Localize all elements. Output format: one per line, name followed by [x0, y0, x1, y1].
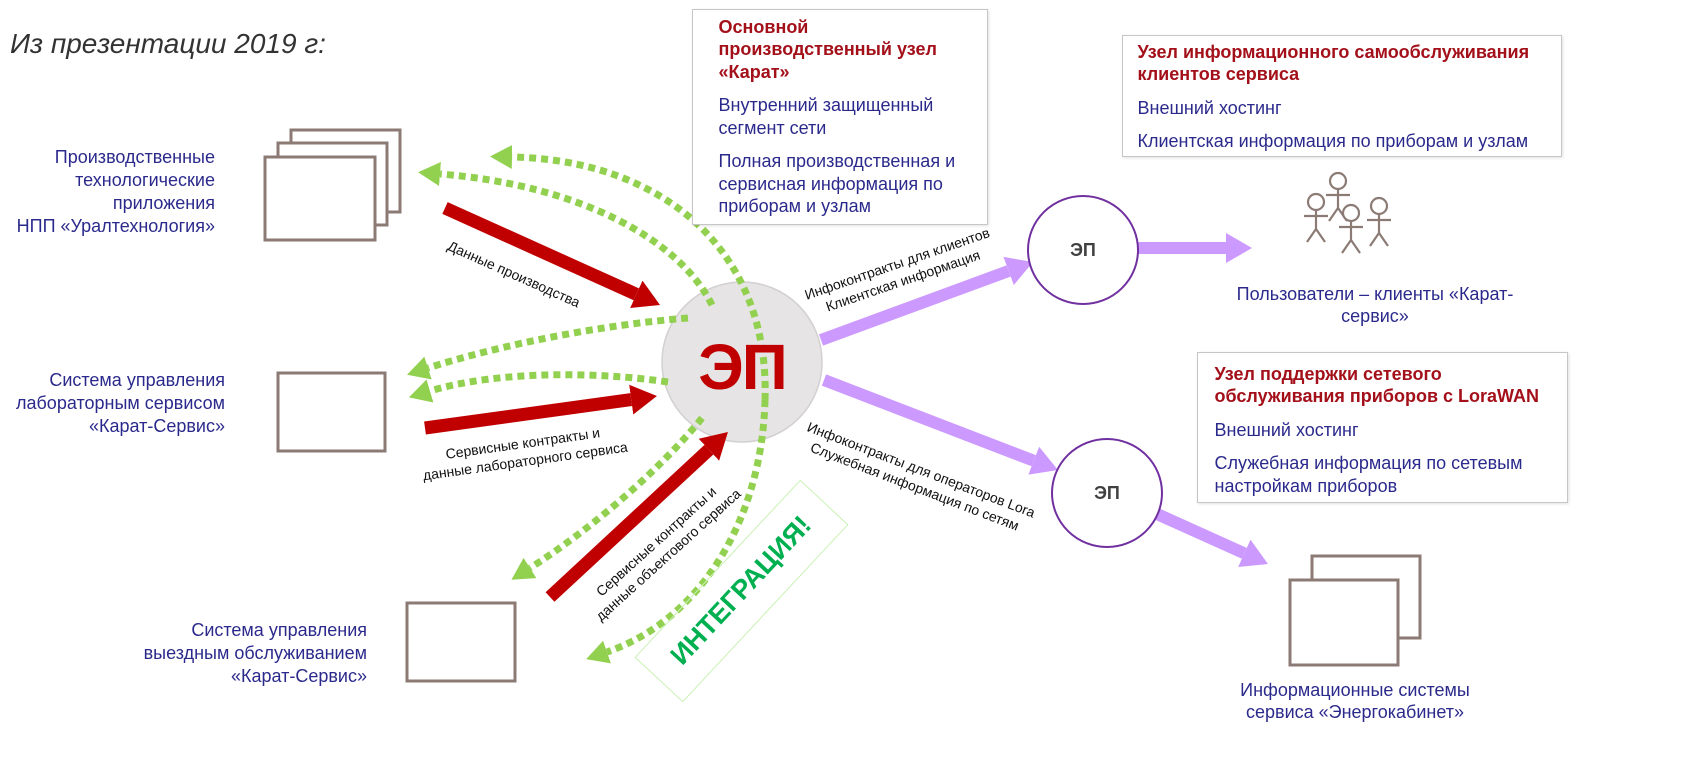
- text-line: Полная производственная и: [718, 151, 956, 171]
- title-line: обслуживания приборов с LoraWAN: [1214, 386, 1540, 406]
- title-line: клиентов сервиса: [1137, 64, 1300, 84]
- label-line: «Карат-Сервис»: [88, 416, 225, 436]
- node-box-self-service: Узел информационного самообслуживания кл…: [1122, 35, 1562, 157]
- label-line: сервис»: [1341, 306, 1409, 326]
- integration-arrow: [418, 162, 716, 307]
- label-line: Система управления: [191, 620, 367, 640]
- source-label-lab-system: Система управления лабораторным сервисом…: [0, 369, 225, 438]
- title-line: Узел информационного самообслуживания: [1137, 41, 1530, 62]
- label-line: Производственные: [54, 147, 215, 167]
- ep-node-circle: [1027, 195, 1139, 305]
- text-line: приборам и узлам: [718, 196, 872, 216]
- source-label-field-system: Система управления выездным обслуживание…: [0, 619, 367, 688]
- integration-arrow: [511, 415, 705, 580]
- node-paragraph: Полная производственная и сервисная инфо…: [719, 150, 988, 218]
- integration-arrow: [586, 399, 769, 664]
- target-label-users: Пользователи – клиенты «Карат- сервис»: [1225, 283, 1525, 327]
- text-line: Внешний хостинг: [1214, 419, 1359, 440]
- window-stack-icon: [263, 128, 402, 242]
- title-line: Основной: [718, 16, 809, 37]
- node-paragraph: Внутренний защищенный сегмент сети: [719, 94, 988, 139]
- client-infocontracts-arrow: [818, 256, 1034, 346]
- text-line: Внешний хостинг: [1137, 97, 1282, 118]
- text-line: сервисная информация по: [718, 173, 943, 194]
- target-label-energy-cabinet: Информационные системы сервиса «Энергока…: [1205, 679, 1505, 723]
- hub-label: ЭП: [698, 331, 788, 403]
- node-title: Узел информационного самообслуживания кл…: [1138, 41, 1562, 86]
- label-line: Информационные системы: [1240, 680, 1470, 700]
- users-icon: [1304, 171, 1391, 254]
- source-label-production-apps: Производственные технологические приложе…: [0, 146, 215, 238]
- label-line: приложения: [112, 193, 215, 213]
- ep-node-label: ЭП: [1070, 240, 1096, 260]
- lora-infocontracts-arrow: [821, 374, 1058, 475]
- ep-node-label: ЭП: [1094, 483, 1120, 503]
- lab-contracts-arrow: [424, 384, 657, 435]
- node-paragraph: Внешний хостинг: [1215, 419, 1568, 442]
- text-line: Служебная информация по сетевым: [1214, 453, 1523, 473]
- label-line: сервиса «Энергокабинет»: [1246, 702, 1464, 722]
- node-box-lora: Узел поддержки сетевого обслуживания при…: [1197, 352, 1568, 503]
- slide-title: Из презентации 2019 г:: [10, 28, 326, 59]
- production-data-arrow: [442, 202, 660, 308]
- integration-arrow: [407, 314, 689, 380]
- node-paragraph: Служебная информация по сетевым настройк…: [1215, 452, 1568, 497]
- node-box-main: Основной производственный узел «Карат» В…: [692, 9, 988, 225]
- label-line: НПП «Уралтехнология»: [16, 216, 215, 236]
- node-title: Основной производственный узел «Карат»: [719, 16, 988, 84]
- energy-cabinet-delivery-arrow: [1154, 508, 1269, 567]
- text-line: Внутренний защищенный: [718, 95, 934, 115]
- text-line: настройкам приборов: [1214, 475, 1398, 496]
- node-paragraph: Внешний хостинг: [1138, 97, 1562, 120]
- label-line: технологические: [75, 170, 215, 190]
- text-line: Клиентская информация по приборам и узла…: [1137, 131, 1529, 151]
- label-line: лабораторным сервисом: [15, 393, 225, 413]
- title-line: Узел поддержки сетевого: [1214, 363, 1442, 384]
- title-line: производственный узел: [718, 39, 937, 59]
- window-icon: [276, 371, 387, 453]
- label-line: выездным обслуживанием: [143, 643, 367, 663]
- node-paragraph: Клиентская информация по приборам и узла…: [1138, 130, 1562, 153]
- ep-node-circle: [1051, 438, 1163, 548]
- object-contracts-arrow: [545, 432, 728, 602]
- node-title: Узел поддержки сетевого обслуживания при…: [1215, 363, 1568, 408]
- integration-arrow: [408, 371, 669, 403]
- window-icon: [405, 601, 517, 683]
- label-line: Пользователи – клиенты «Карат-: [1236, 284, 1514, 304]
- label-line: «Карат-Сервис»: [230, 666, 367, 686]
- window-stack-icon: [1288, 554, 1422, 667]
- label-line: Система управления: [49, 370, 225, 390]
- text-line: сегмент сети: [718, 117, 827, 138]
- title-line: «Карат»: [718, 61, 790, 82]
